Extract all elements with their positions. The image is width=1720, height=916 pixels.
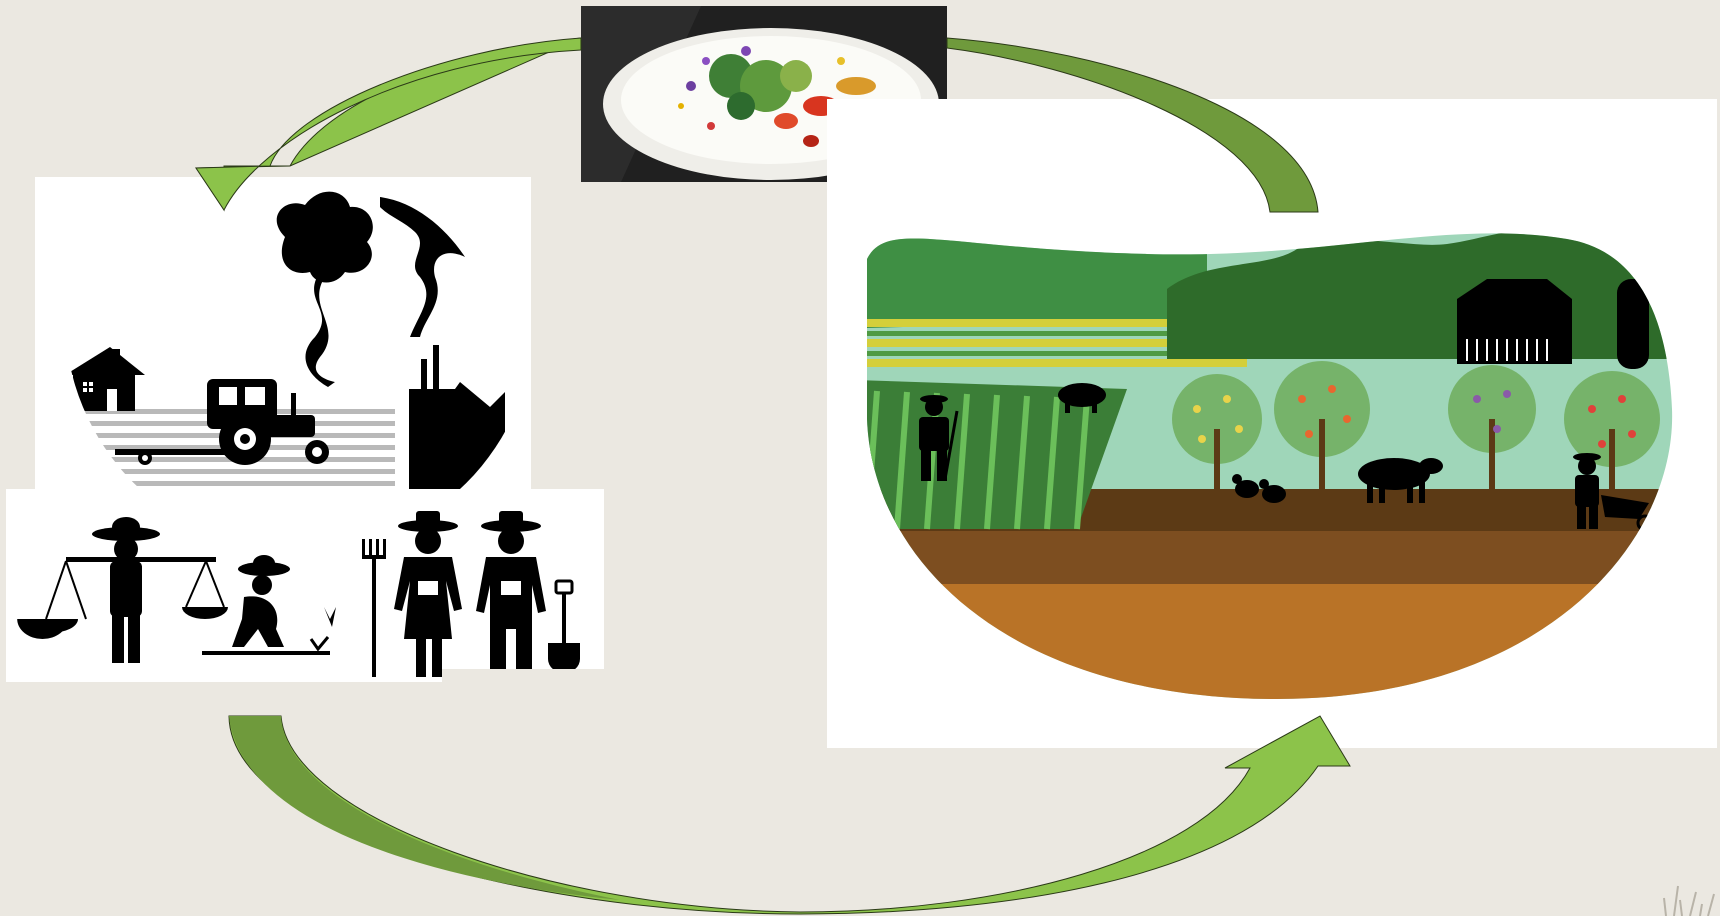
crouching-farmer-icon — [202, 555, 336, 655]
regenerative-farm-panel — [827, 99, 1717, 748]
barn-icon — [1457, 279, 1649, 369]
industrial-farming-panel — [35, 177, 531, 501]
farmer-man-icon — [476, 511, 546, 677]
farmer-woman-icon — [394, 511, 462, 677]
scale-bearer-icon — [17, 517, 228, 663]
pitchfork-icon — [362, 539, 386, 677]
decorative-plant-icon — [1656, 880, 1716, 916]
shovel-icon — [548, 581, 580, 673]
farm-workers-panel — [6, 489, 604, 682]
